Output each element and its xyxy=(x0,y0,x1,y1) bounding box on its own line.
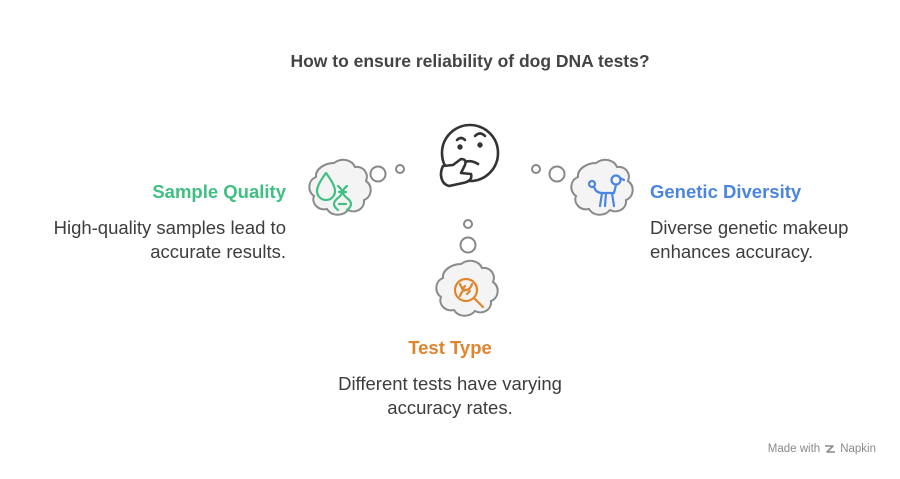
credit-text: Made with xyxy=(767,443,821,455)
poodle-icon xyxy=(589,176,624,207)
genetic-diversity-heading: Genetic Diversity xyxy=(650,181,802,202)
dna-magnifier-icon xyxy=(455,279,483,307)
thinking-face-icon xyxy=(441,125,498,186)
test-type-cloud xyxy=(436,261,497,316)
thought-bubbles xyxy=(371,165,565,253)
diagram-title: How to ensure reliability of dog DNA tes… xyxy=(290,51,650,71)
drop-dna-icon xyxy=(317,173,351,210)
credit-brand: Napkin xyxy=(840,443,876,455)
sample-quality-cloud xyxy=(309,160,370,215)
napkin-logo-icon xyxy=(825,445,836,453)
genetic-diversity-cloud xyxy=(571,160,632,215)
genetic-diversity-description: Diverse genetic makeup enhances accuracy… xyxy=(650,217,849,262)
napkin-credit[interactable]: Made with Napkin xyxy=(768,443,876,455)
test-type-heading: Test Type xyxy=(408,337,492,358)
sample-quality-description: High-quality samples lead to accurate re… xyxy=(53,217,286,262)
sample-quality-heading: Sample Quality xyxy=(152,181,286,202)
test-type-description: Different tests have varying accuracy ra… xyxy=(338,373,562,418)
